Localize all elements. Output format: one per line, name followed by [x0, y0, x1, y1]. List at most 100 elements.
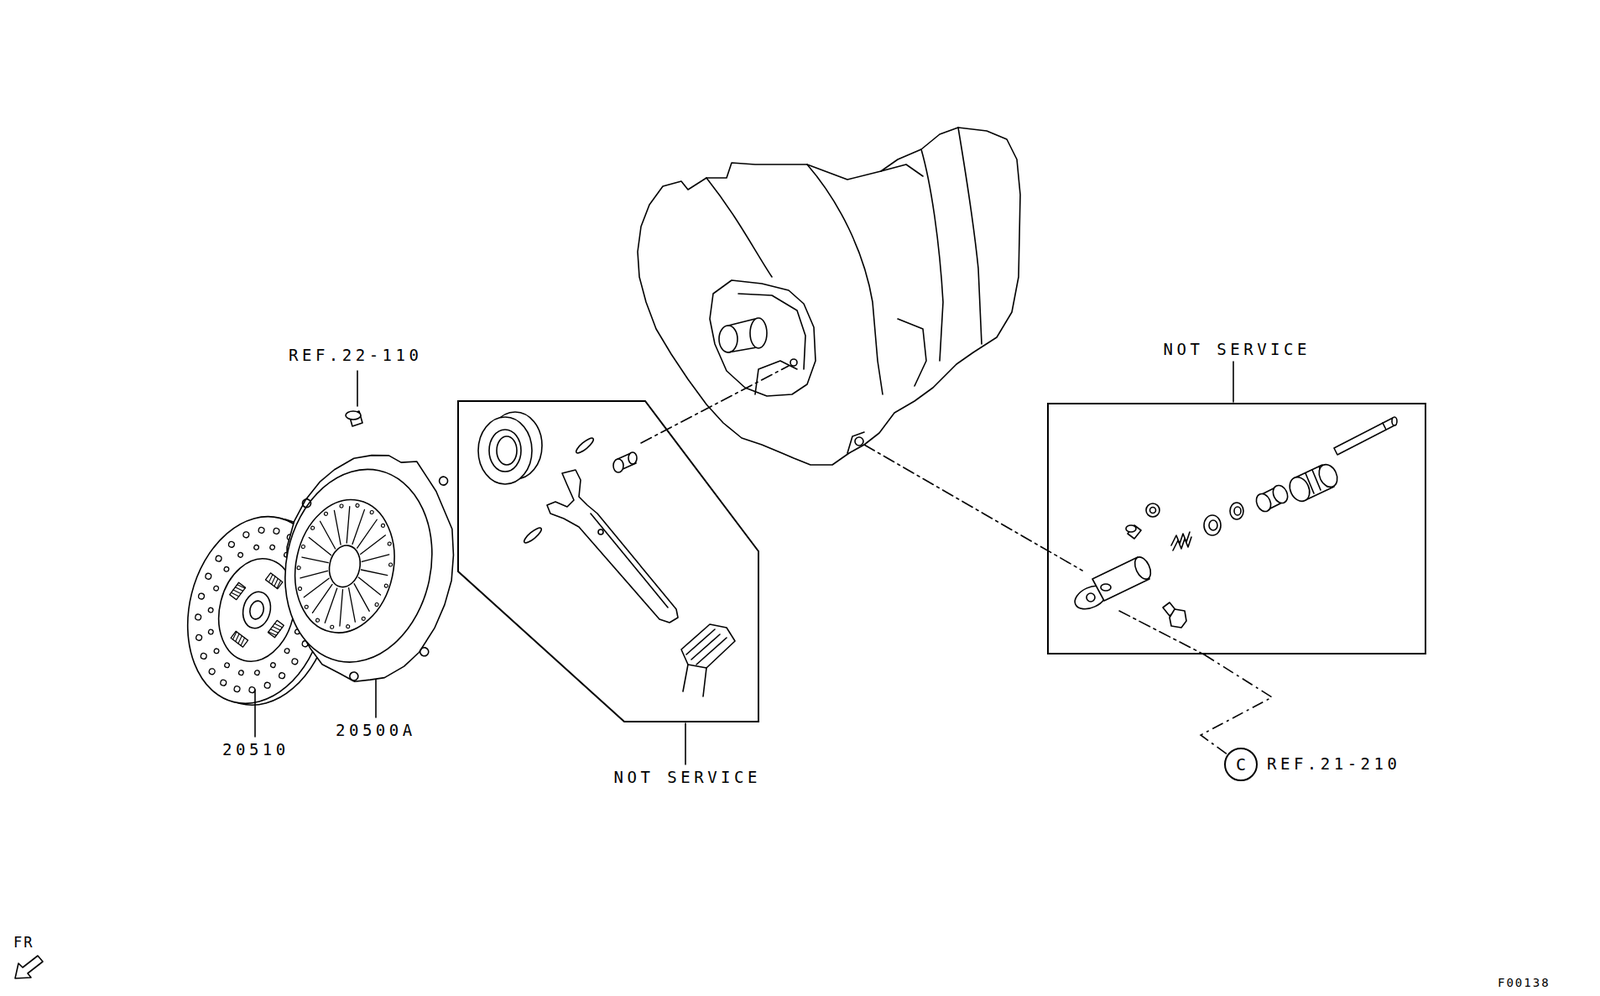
diaphragm-finger [360, 531, 386, 559]
finger-slot [384, 583, 389, 589]
finger-slot [297, 586, 303, 591]
ring-inner [1234, 506, 1241, 516]
rivet-hole [213, 647, 220, 654]
rivet-hole [219, 679, 227, 687]
spring-window [229, 582, 246, 600]
diaphragm-finger [306, 537, 334, 556]
finger-slot [301, 544, 306, 549]
flange-hole [419, 646, 430, 657]
flange-hole [349, 671, 360, 682]
finger-slot [380, 523, 386, 528]
bolt-head [345, 411, 361, 420]
diaphragm-center [325, 542, 365, 590]
damper-spring [265, 573, 282, 589]
finger-slot [323, 511, 329, 516]
reference-number: REF.22-110 [288, 346, 423, 365]
group-heading: NOT SERVICE [1159, 340, 1311, 360]
rivet-hole [284, 647, 291, 654]
boot-rib [682, 664, 707, 697]
spring-window [230, 630, 248, 647]
pivot-ball [613, 458, 624, 473]
rivet-hole [233, 685, 240, 693]
spring-coil [237, 583, 245, 590]
reference-number: REF.21-210 [1266, 755, 1401, 774]
reference-circle: C [1224, 747, 1258, 782]
diaphragm-finger [355, 577, 384, 595]
cap-ring [1146, 503, 1160, 517]
rivet-hole [291, 657, 298, 665]
finger-slot [388, 562, 393, 568]
seal-outer [1203, 515, 1221, 536]
finger-slot [329, 625, 334, 630]
figure-id: F00138 [1497, 975, 1551, 990]
finger-slot [355, 503, 360, 508]
leader-line [684, 723, 687, 765]
diaphragm-fingers [286, 494, 404, 639]
front-retainer-detail [738, 293, 806, 395]
spring-window [267, 620, 284, 637]
housing-rib [921, 149, 944, 361]
rivet-hole [195, 634, 203, 642]
seal-inner [1209, 520, 1218, 531]
diaphragm-finger [303, 573, 329, 602]
cylinder-bore [1131, 554, 1154, 582]
rod-tip [1391, 416, 1397, 426]
diaphragm-finger [342, 506, 355, 544]
diaphragm-finger [360, 569, 387, 576]
rivet-hole [269, 544, 276, 551]
not-service-group: NOT SERVICE [457, 400, 760, 723]
rod-body [1334, 417, 1397, 455]
piston-end [1270, 483, 1291, 506]
piston-seal [1203, 515, 1221, 536]
rivet-hole [254, 669, 261, 676]
boot-end [1315, 461, 1341, 490]
slave-cylinder [1071, 554, 1154, 614]
finger-slot [345, 624, 350, 629]
rivet-hole [208, 607, 214, 614]
finger-slot [315, 618, 320, 623]
leader-line [1232, 361, 1235, 402]
cover-bolt [345, 411, 363, 427]
pivot-stud [613, 452, 637, 473]
finger-slot [339, 504, 344, 509]
not-service-group: NOT SERVICE [1047, 402, 1427, 655]
diaphragm-ring [282, 490, 407, 643]
rivet-hole [272, 527, 280, 535]
finger-slot [304, 604, 309, 610]
rivet-hole [224, 566, 230, 573]
boot-end [1286, 474, 1314, 505]
cover-rim [267, 455, 449, 677]
rivet-hole [208, 667, 216, 675]
flange-hole [302, 498, 313, 509]
rivet-hole [237, 552, 244, 558]
ring-outer [1229, 502, 1244, 520]
damper-spring [230, 630, 248, 647]
group-outline [457, 400, 760, 723]
callout-number: 20510 [222, 740, 290, 760]
finger-slot [297, 565, 302, 570]
push-rod [1334, 416, 1397, 455]
damper-spring [229, 582, 246, 600]
release-bearing [478, 411, 543, 485]
retaining-clip [521, 526, 543, 546]
spring-window [265, 573, 282, 589]
diaphragm-finger [312, 581, 333, 616]
bleeder-port [1100, 583, 1111, 591]
diaphragm-finger [361, 549, 390, 568]
transmission-outline [637, 127, 1021, 465]
bearing-inner [489, 429, 522, 472]
damper-springs [218, 564, 296, 656]
rivet-hole [224, 661, 230, 668]
housing-rib [706, 177, 772, 277]
release-fork [547, 469, 678, 623]
rivet-hole [208, 629, 214, 636]
piston [1253, 483, 1291, 515]
rivet-hole [228, 541, 235, 548]
callout-number: 20500A [335, 721, 417, 741]
diaphragm-finger [300, 565, 329, 584]
damper-spring [267, 620, 284, 637]
bearing-front [478, 416, 532, 485]
spring-coil [268, 630, 277, 637]
